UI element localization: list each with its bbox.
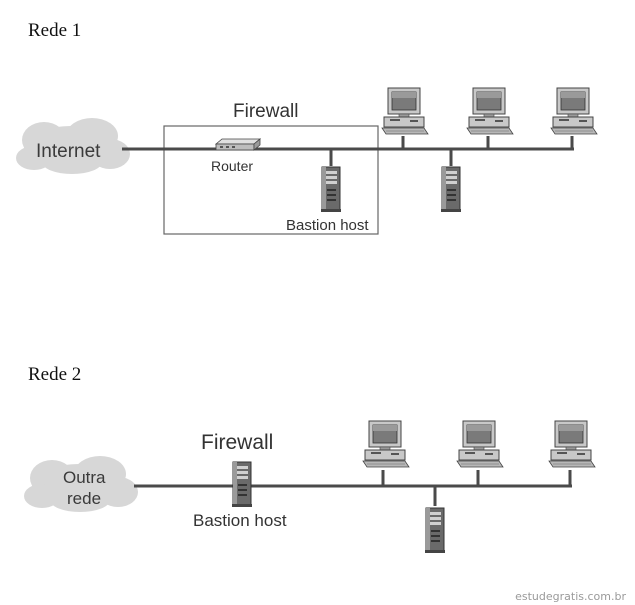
outra-rede-label-line2: rede xyxy=(67,489,101,508)
computer-icon xyxy=(466,87,514,135)
rede1-title: Rede 1 xyxy=(28,20,81,41)
outra-rede-label-line1: Outra xyxy=(63,468,106,487)
internet-label: Internet xyxy=(36,141,101,162)
firewall-label-2: Firewall xyxy=(201,431,273,454)
bastion-host-label-1: Bastion host xyxy=(286,217,369,234)
server-icon xyxy=(424,507,446,554)
computer-icon xyxy=(548,420,596,468)
firewall-boundary xyxy=(163,125,379,235)
rede2-title: Rede 2 xyxy=(28,364,81,385)
computer-icon xyxy=(456,420,504,468)
bastion-host-server-icon xyxy=(231,461,253,508)
router-label: Router xyxy=(211,158,253,174)
firewall-label-1: Firewall xyxy=(233,101,298,122)
computer-icon xyxy=(362,420,410,468)
bastion-host-server-icon xyxy=(320,166,342,213)
watermark: estudegratis.com.br xyxy=(515,590,626,603)
computer-icon xyxy=(550,87,598,135)
server-icon xyxy=(440,166,462,213)
computer-icon xyxy=(381,87,429,135)
router-icon xyxy=(215,138,261,151)
bastion-host-label-2: Bastion host xyxy=(193,511,287,530)
